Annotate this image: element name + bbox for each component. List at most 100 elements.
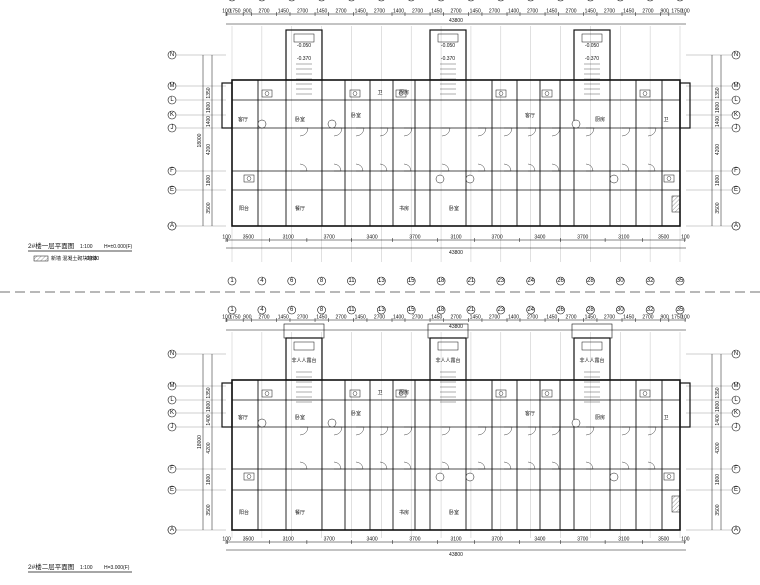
- unit-marker: [435, 472, 445, 482]
- dim-text: 1450: [585, 315, 596, 321]
- side-dim-text: 4200: [715, 442, 721, 453]
- axis-bubble-top: [377, 305, 386, 315]
- axis-label-bottom: 1: [230, 278, 234, 284]
- axis-label-left: K: [170, 410, 174, 416]
- axis-bubble-bottom: [287, 276, 297, 286]
- fixture: [243, 174, 255, 183]
- axis-bubble-top: [587, 0, 594, 2]
- dim-text: 1750: [671, 9, 682, 15]
- side-dim-text: 1400: [715, 116, 721, 127]
- dim-text: 3100: [618, 537, 629, 543]
- title-block-2: 2#楼二层平面图 1:100 H=3.000(F): [28, 562, 132, 573]
- axis-label-right: J: [735, 424, 738, 430]
- side-dim-text: 1400: [206, 116, 212, 127]
- dim-text: 3100: [618, 235, 629, 241]
- side-dim-text: 3500: [206, 504, 212, 515]
- dim-text: 3400: [367, 537, 378, 543]
- axis-bubble-bottom: [347, 276, 356, 286]
- door-arc: [477, 426, 487, 436]
- outer-wall: [231, 379, 681, 531]
- side-dim-text: 1350: [715, 387, 721, 398]
- fixture-bowl: [264, 91, 270, 96]
- terrace: [427, 323, 469, 339]
- unit-marker: [465, 472, 475, 482]
- dim-text: 2700: [258, 315, 269, 321]
- door-arc: [503, 426, 513, 436]
- axis-label-left: M: [170, 83, 175, 89]
- dim-text: 1400: [508, 315, 519, 321]
- door-arc: [647, 461, 656, 470]
- axis-bubble-top: [556, 305, 565, 315]
- door-arc: [403, 127, 413, 137]
- axis-bubble-bottom: [615, 276, 625, 286]
- dim-text: 2700: [258, 9, 269, 15]
- unit-marker: [609, 472, 619, 482]
- dim-text: 3500: [243, 235, 254, 241]
- axis-label-left: J: [171, 424, 174, 430]
- dim-text: 100: [681, 537, 690, 543]
- legend-level: -0.600: [85, 256, 99, 262]
- fixture: [495, 89, 507, 98]
- dim-text: 3700: [577, 235, 588, 241]
- door-arc: [299, 461, 308, 470]
- axis-bubble-top: [437, 0, 445, 2]
- door-arc: [551, 426, 561, 436]
- axis-bubble-bottom: [227, 276, 237, 286]
- level-note: H=±0.000(F): [104, 244, 133, 250]
- stair-landing: [293, 33, 315, 43]
- dim-text: 2700: [450, 9, 461, 15]
- fixture: [639, 389, 651, 398]
- fixture-bowl: [264, 391, 270, 396]
- fixture: [541, 89, 553, 98]
- dim-text: 1450: [470, 9, 481, 15]
- axis-label-right: K: [734, 112, 738, 118]
- unit-marker: [465, 174, 475, 184]
- door-arc: [299, 127, 309, 137]
- fixture-bowl: [246, 176, 252, 181]
- axis-label-left: A: [170, 527, 174, 533]
- axis-bubble-bottom: [645, 276, 655, 286]
- door-arc: [585, 127, 595, 137]
- axis-bubble-top: [288, 0, 295, 2]
- plan-title: 2#楼二层平面图: [28, 562, 74, 571]
- dim-text: 3500: [658, 537, 669, 543]
- room-label: 卧室: [351, 112, 361, 119]
- dim-text: 2700: [335, 315, 346, 321]
- room-label: 客厅: [525, 112, 535, 119]
- room-label: 餐厅: [295, 205, 305, 212]
- entry-ramp: [671, 495, 681, 513]
- side-dim-text: 1800: [715, 474, 721, 485]
- axis-label-right: M: [734, 83, 739, 89]
- dim-text: 100: [681, 9, 690, 15]
- side-dim-text: 1800: [206, 102, 212, 113]
- axis-bubble-top: [676, 0, 684, 2]
- axis-label-bottom: 11: [348, 278, 355, 284]
- dim-text: 2700: [489, 315, 500, 321]
- axis-bubble-top: [287, 305, 297, 315]
- axis-label-bottom: 21: [468, 278, 475, 284]
- room-label: 卧室: [295, 116, 305, 123]
- stair-landing: [437, 341, 459, 351]
- fixture: [541, 389, 553, 398]
- dim-text: 900: [660, 9, 669, 15]
- room-label: 厨房: [399, 89, 409, 96]
- fixture: [261, 89, 273, 98]
- legend-hatch-swatch: [33, 255, 49, 262]
- unit-marker: [571, 119, 581, 129]
- axis-bubble-bottom: [496, 276, 506, 286]
- unit-marker: [609, 174, 619, 184]
- fixture: [349, 89, 361, 98]
- dim-text: 2700: [642, 315, 653, 321]
- axis-label-right: A: [734, 223, 738, 229]
- dim-text: 2700: [604, 9, 615, 15]
- stair-landing: [581, 33, 603, 43]
- axis-label-bottom: 4: [260, 278, 264, 284]
- plan-floor-1: 1144668811111313151518182121232324242626…: [167, 0, 741, 286]
- axis-label-bottom: 23: [497, 278, 504, 284]
- dim-text: 900: [660, 315, 669, 321]
- door-arc: [527, 461, 536, 470]
- fixture-bowl: [544, 391, 550, 396]
- side-dim-text: 1400: [715, 414, 721, 425]
- door-arc: [503, 163, 512, 172]
- fixture-bowl: [642, 91, 648, 96]
